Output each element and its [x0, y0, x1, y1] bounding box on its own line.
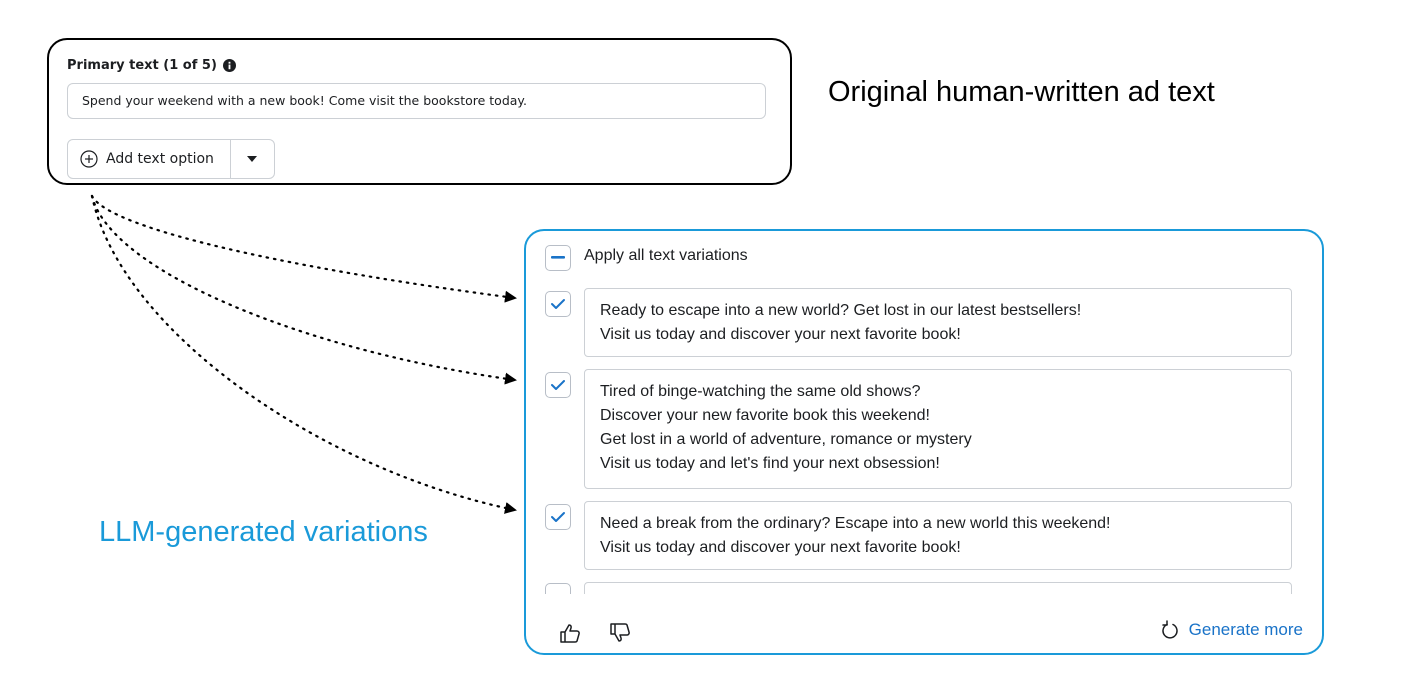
variation-checkbox-2[interactable] — [545, 372, 571, 398]
check-icon — [551, 299, 565, 309]
check-icon — [551, 512, 565, 522]
primary-text-input[interactable]: Spend your weekend with a new book! Come… — [67, 83, 766, 119]
original-caption: Original human-written ad text — [828, 76, 1215, 108]
variation-text-2[interactable]: Tired of binge-watching the same old sho… — [584, 369, 1292, 489]
add-text-option-label: Add text option — [106, 151, 214, 167]
variation-line: Ready to escape into a new world? Get lo… — [600, 302, 1082, 319]
apply-all-checkbox[interactable] — [545, 245, 571, 271]
caret-down-icon — [247, 156, 258, 162]
minus-icon — [551, 256, 565, 259]
variation-line: Need a break from the ordinary? Escape i… — [600, 515, 1111, 532]
original-ad-panel: Primary text (1 of 5) Spend your weekend… — [47, 38, 792, 185]
primary-text-heading: Primary text (1 of 5) — [67, 58, 236, 73]
variation-text-3[interactable]: Need a break from the ordinary? Escape i… — [584, 501, 1292, 570]
variation-text-1[interactable]: Ready to escape into a new world? Get lo… — [584, 288, 1292, 357]
variations-panel: Apply all text variations Ready to escap… — [524, 229, 1324, 655]
arrow-to-variation-2 — [90, 194, 517, 385]
variation-line: Visit us today and discover your next fa… — [600, 326, 961, 343]
variations-list[interactable]: Apply all text variations Ready to escap… — [526, 231, 1322, 594]
info-icon[interactable] — [222, 59, 236, 72]
variation-line: Visit us today and let's find your next … — [600, 455, 940, 472]
variation-text-4[interactable] — [584, 582, 1292, 594]
arrow-to-variation-3 — [90, 194, 517, 514]
llm-caption: LLM-generated variations — [99, 516, 428, 548]
variation-line: Discover your new favorite book this wee… — [600, 407, 930, 424]
add-text-option-dropdown[interactable] — [231, 140, 274, 178]
refresh-icon — [1161, 620, 1178, 639]
add-text-option-group: Add text option — [67, 139, 275, 179]
variation-line: Tired of binge-watching the same old sho… — [600, 383, 921, 400]
variation-checkbox-1[interactable] — [545, 291, 571, 317]
check-icon — [551, 380, 565, 390]
thumbs-up-icon[interactable] — [559, 622, 581, 644]
variation-checkbox-4[interactable] — [545, 583, 571, 594]
apply-all-label: Apply all text variations — [584, 247, 748, 264]
variation-checkbox-3[interactable] — [545, 504, 571, 530]
add-text-option-button[interactable]: Add text option — [68, 140, 231, 178]
arrow-to-variation-1 — [90, 194, 517, 303]
primary-text-title: Primary text (1 of 5) — [67, 58, 217, 73]
generate-more-label: Generate more — [1188, 620, 1303, 639]
variation-line: Visit us today and discover your next fa… — [600, 539, 961, 556]
generate-more-button[interactable]: Generate more — [1161, 620, 1303, 640]
variation-line: Get lost in a world of adventure, romanc… — [600, 431, 972, 448]
thumbs-down-icon[interactable] — [609, 622, 631, 644]
plus-circle-icon — [80, 150, 98, 168]
